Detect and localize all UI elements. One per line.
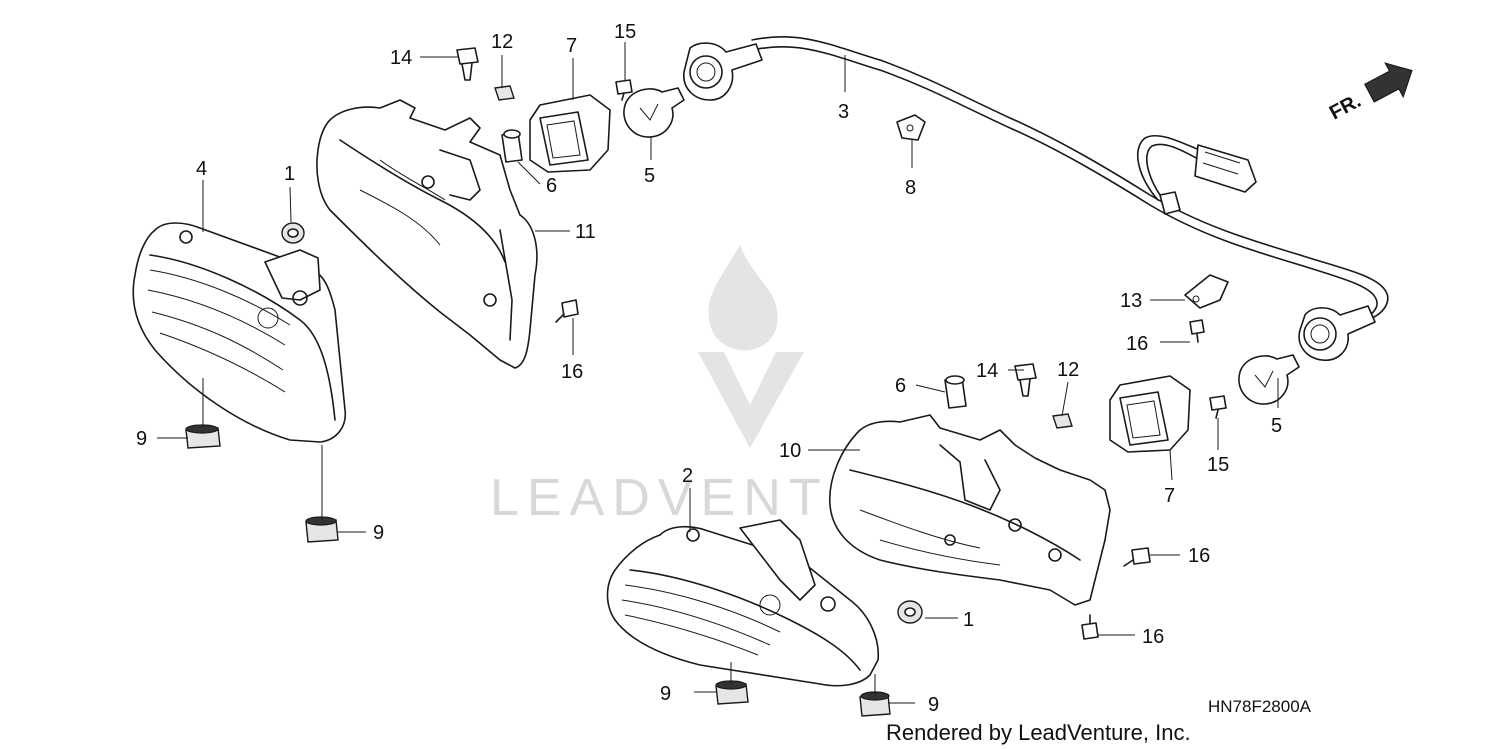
bulb-socket-7-upper: [529, 94, 611, 173]
callout-12-lower: 12: [1057, 359, 1079, 381]
credit-text: Rendered by LeadVenture, Inc.: [886, 720, 1191, 745]
callout-8: 8: [905, 177, 916, 199]
nut-12-upper: [494, 85, 515, 101]
callout-1-lower: 1: [963, 609, 974, 631]
grommet-1-lower: [897, 600, 923, 624]
collar-6-lower: [944, 375, 967, 409]
callout-4: 4: [196, 158, 207, 180]
clip-13: [1184, 274, 1229, 309]
callout-9-left-upper: 9: [136, 428, 147, 450]
callout-9-left-lower: 9: [373, 522, 384, 544]
grommet-9-d: [859, 691, 891, 717]
callout-16-right-upper: 16: [1126, 333, 1148, 355]
arrow-icon: [1364, 62, 1413, 103]
clip-8: [896, 114, 926, 141]
watermark-logo-icon: [698, 245, 804, 448]
callout-15-lower: 15: [1207, 454, 1229, 476]
housing-11: [316, 99, 538, 369]
callout-5-upper: 5: [644, 165, 655, 187]
callout-12-upper: 12: [491, 31, 513, 53]
front-label: FR.: [1326, 90, 1365, 125]
right-turn-signal-lens: [606, 519, 880, 687]
housing-10: [829, 414, 1111, 606]
bolt-14-lower: [1014, 363, 1037, 397]
left-turn-signal-lens: [132, 222, 347, 443]
callout-7-upper: 7: [566, 35, 577, 57]
bulb-socket-7-lower: [1109, 375, 1191, 453]
callout-14-lower: 14: [976, 360, 998, 382]
screw-16-a: [555, 299, 579, 323]
callout-13: 13: [1120, 290, 1142, 312]
callout-6-upper: 6: [546, 175, 557, 197]
callout-6-lower: 6: [895, 375, 906, 397]
callout-15-upper: 15: [614, 21, 636, 43]
wire-harness: [683, 35, 1389, 361]
bulb-5-lower: [1238, 354, 1300, 405]
callout-3: 3: [838, 101, 849, 123]
nut-12-lower: [1052, 413, 1073, 429]
callout-1-upper: 1: [284, 163, 295, 185]
bulb-5-upper: [623, 87, 685, 138]
callout-16-upper: 16: [561, 361, 583, 383]
front-direction-arrow: FR.: [1326, 62, 1413, 125]
screw-16-c: [1123, 547, 1151, 567]
screw-15-lower: [1209, 395, 1227, 419]
callout-16-right-lower: 16: [1142, 626, 1164, 648]
screw-16-b: [1189, 319, 1205, 343]
grommet-9-b: [305, 516, 339, 543]
callout-14-upper: 14: [390, 47, 412, 69]
collar-6-upper: [501, 129, 523, 163]
bolt-14-upper: [456, 47, 479, 81]
callout-11: 11: [575, 221, 596, 243]
callout-5-lower: 5: [1271, 415, 1282, 437]
grommet-9-c: [715, 680, 749, 705]
screw-16-d: [1081, 614, 1099, 640]
callout-2: 2: [682, 465, 693, 487]
grommet-9-a: [185, 424, 221, 449]
callout-7-lower: 7: [1164, 485, 1175, 507]
diagram-code: HN78F2800A: [1208, 697, 1312, 716]
callout-10: 10: [779, 440, 801, 462]
screw-15-upper: [615, 79, 633, 101]
callout-16-right-mid: 16: [1188, 545, 1210, 567]
callout-9-lower-right: 9: [928, 694, 939, 716]
leader-lines: [157, 42, 1279, 704]
callout-9-lower-left: 9: [660, 683, 671, 705]
grommet-1-upper: [281, 222, 305, 244]
